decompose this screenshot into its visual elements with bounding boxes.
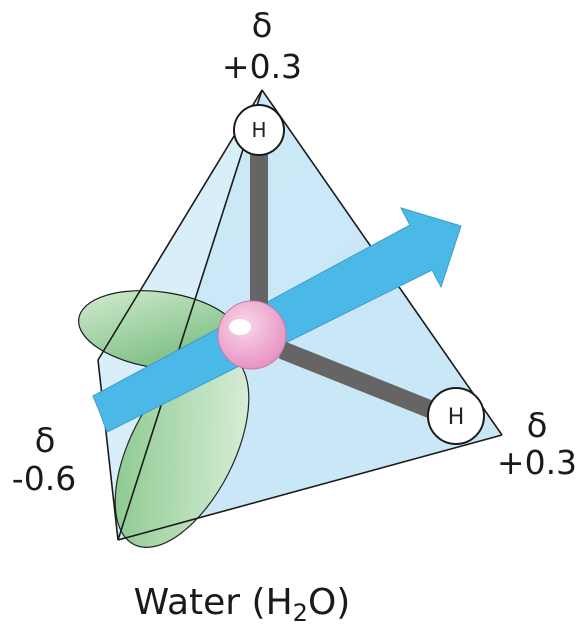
delta-symbol-right: δ [527, 406, 548, 446]
caption-end: O) [308, 582, 350, 623]
diagram-caption: Water (H2O) [134, 582, 351, 626]
oxygen-highlight [229, 319, 251, 335]
delta-symbol-left: δ [35, 421, 56, 461]
hydrogen-top-label: H [251, 118, 266, 142]
caption-main: Water (H [134, 582, 293, 623]
charge-value-top: +0.3 [222, 47, 302, 86]
charge-label-top: δ +0.3 [222, 6, 302, 86]
hydrogen-right-label: H [448, 405, 465, 430]
delta-symbol-top: δ [252, 6, 273, 46]
charge-label-right: δ +0.3 [497, 406, 576, 482]
charge-label-left: δ -0.6 [12, 421, 76, 498]
hydrogen-atom-right: H [427, 387, 485, 445]
charge-value-left: -0.6 [12, 459, 76, 498]
oxygen-atom [217, 300, 287, 370]
bond-right [278, 341, 446, 423]
hydrogen-atom-top: H [233, 104, 285, 156]
caption-subscript: 2 [293, 599, 308, 626]
charge-value-right: +0.3 [497, 443, 576, 482]
